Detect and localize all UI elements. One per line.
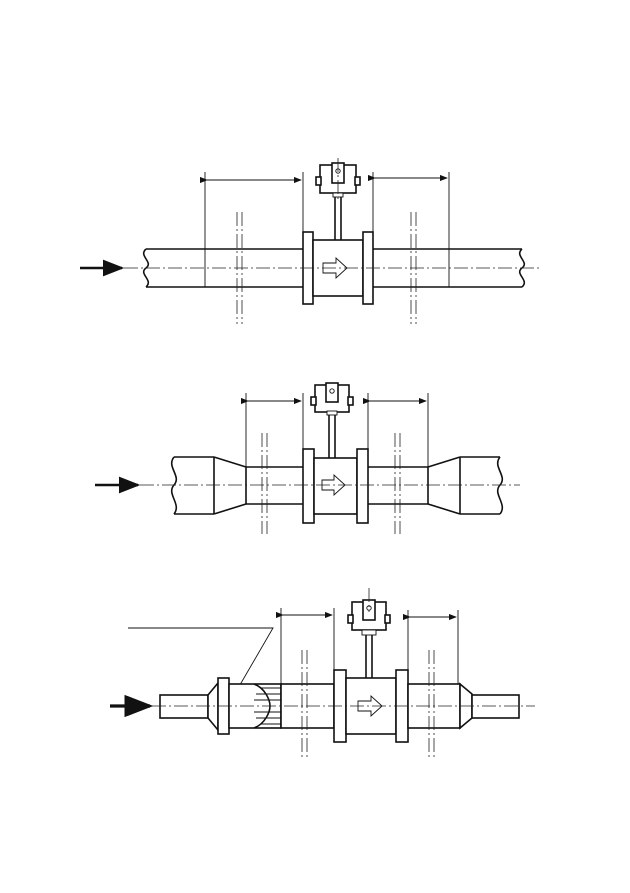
inlet-flange [302, 448, 315, 524]
transmitter-head [310, 382, 354, 458]
meter-flow-arrow-icon [357, 694, 383, 718]
downstream-large-pipe [368, 456, 504, 515]
diagram-straight-pipe [80, 158, 540, 324]
straightener-leader-line [128, 627, 274, 691]
transmitter-head [347, 599, 391, 678]
downstream-pipe [373, 248, 526, 288]
upstream-large-pipe [170, 456, 303, 515]
upstream-pipe [142, 248, 303, 288]
transmitter-head [315, 162, 361, 240]
diagram-reduced-pipe [95, 382, 520, 534]
outlet-flange [356, 448, 369, 524]
diagram-flow-straightener [110, 588, 535, 760]
